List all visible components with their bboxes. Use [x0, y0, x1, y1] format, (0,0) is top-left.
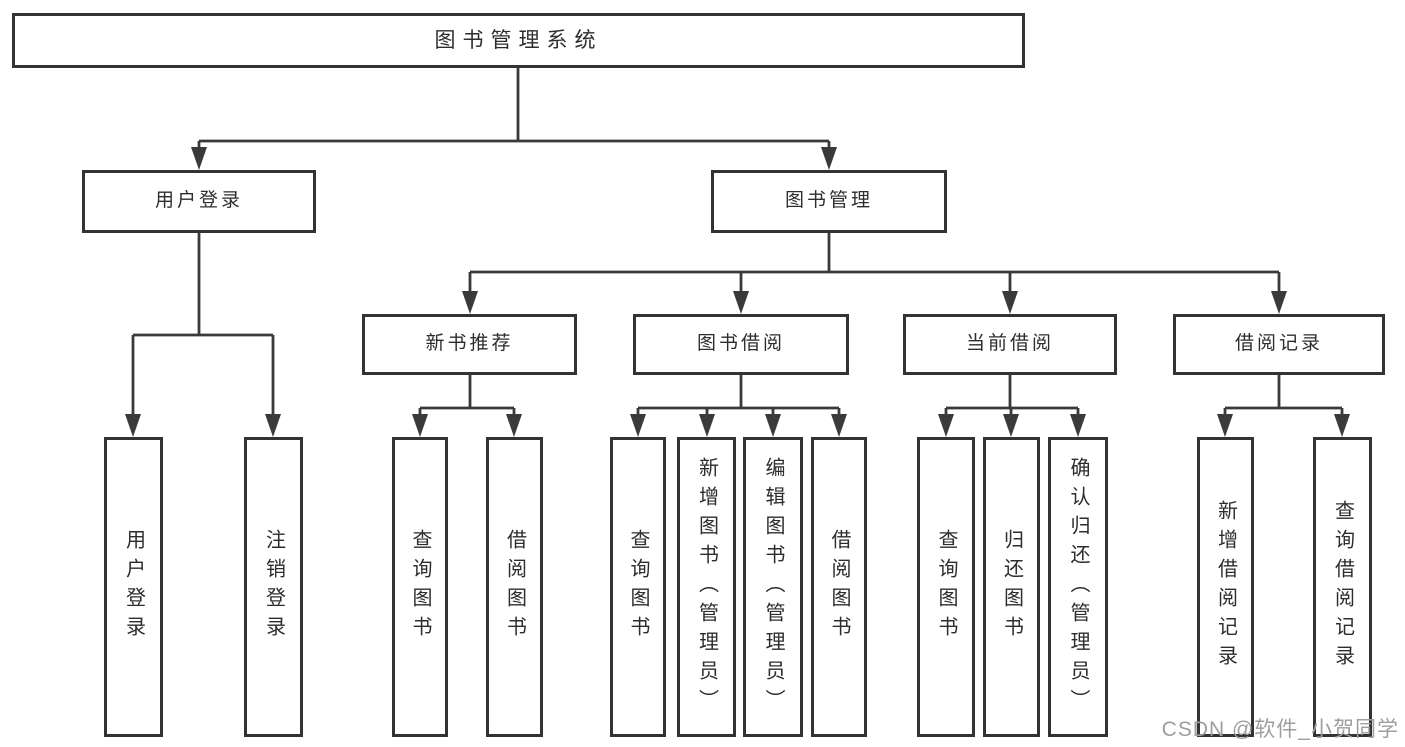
leaf-borrow-books-recommend-label: 借阅图书: [503, 529, 526, 645]
node-book-management-label: 图书管理: [784, 190, 873, 212]
leaf-borrow-books: 借阅图书: [811, 437, 867, 737]
leaf-confirm-return-admin: 确认归还（管理员）: [1048, 437, 1108, 737]
leaf-query-books-borrow: 查询图书: [610, 437, 666, 737]
node-book-management: 图书管理: [711, 170, 947, 233]
leaf-query-borrow-record: 查询借阅记录: [1313, 437, 1372, 737]
leaf-user-login: 用户登录: [104, 437, 163, 737]
node-new-book-recommend: 新书推荐: [362, 314, 577, 375]
connector-book-management-to-level3: [462, 233, 1287, 314]
node-user-login: 用户登录: [82, 170, 316, 233]
leaf-return-books-label: 归还图书: [1000, 529, 1023, 645]
leaf-add-books-admin: 新增图书（管理员）: [677, 437, 736, 737]
csdn-watermark: CSDN @软件_小贺同学: [1161, 718, 1399, 741]
leaf-query-books-current-label: 查询图书: [935, 529, 957, 645]
node-current-borrow-label: 当前借阅: [965, 333, 1054, 355]
leaf-edit-books-admin: 编辑图书（管理员）: [743, 437, 803, 737]
connector-new-book-recommend-to-leaves: [412, 375, 522, 437]
connector-book-borrow-to-leaves: [630, 375, 847, 437]
leaf-add-borrow-record-label: 新增借阅记录: [1214, 500, 1237, 674]
connector-borrow-records-to-leaves: [1217, 375, 1350, 437]
node-book-borrow: 图书借阅: [633, 314, 849, 375]
leaf-return-books: 归还图书: [983, 437, 1040, 737]
connector-current-borrow-to-leaves: [938, 375, 1086, 437]
leaf-confirm-return-admin-label: 确认归还（管理员）: [1067, 456, 1089, 718]
node-book-borrow-label: 图书借阅: [696, 333, 785, 355]
node-borrow-records: 借阅记录: [1173, 314, 1385, 375]
leaf-borrow-books-recommend: 借阅图书: [486, 437, 543, 737]
node-root-system: 图书管理系统: [12, 13, 1025, 68]
node-borrow-records-label: 借阅记录: [1234, 333, 1323, 355]
leaf-logout-label: 注销登录: [262, 529, 285, 645]
leaf-add-borrow-record: 新增借阅记录: [1197, 437, 1254, 737]
leaf-query-books-borrow-label: 查询图书: [627, 529, 649, 645]
leaf-query-books-recommend: 查询图书: [392, 437, 448, 737]
leaf-query-borrow-record-label: 查询借阅记录: [1331, 500, 1354, 674]
node-current-borrow: 当前借阅: [903, 314, 1117, 375]
node-new-book-recommend-label: 新书推荐: [425, 333, 514, 355]
leaf-user-login-label: 用户登录: [122, 529, 145, 645]
leaf-add-books-admin-label: 新增图书（管理员）: [695, 456, 718, 718]
leaf-borrow-books-label: 借阅图书: [828, 529, 850, 645]
leaf-logout: 注销登录: [244, 437, 303, 737]
connector-user-login-to-leaves: [125, 233, 281, 437]
node-root-label: 图书管理系统: [434, 28, 603, 52]
connector-root-to-level2: [191, 68, 837, 170]
leaf-edit-books-admin-label: 编辑图书（管理员）: [762, 456, 784, 718]
node-user-login-label: 用户登录: [154, 190, 243, 212]
leaf-query-books-recommend-label: 查询图书: [409, 529, 431, 645]
leaf-query-books-current: 查询图书: [917, 437, 975, 737]
